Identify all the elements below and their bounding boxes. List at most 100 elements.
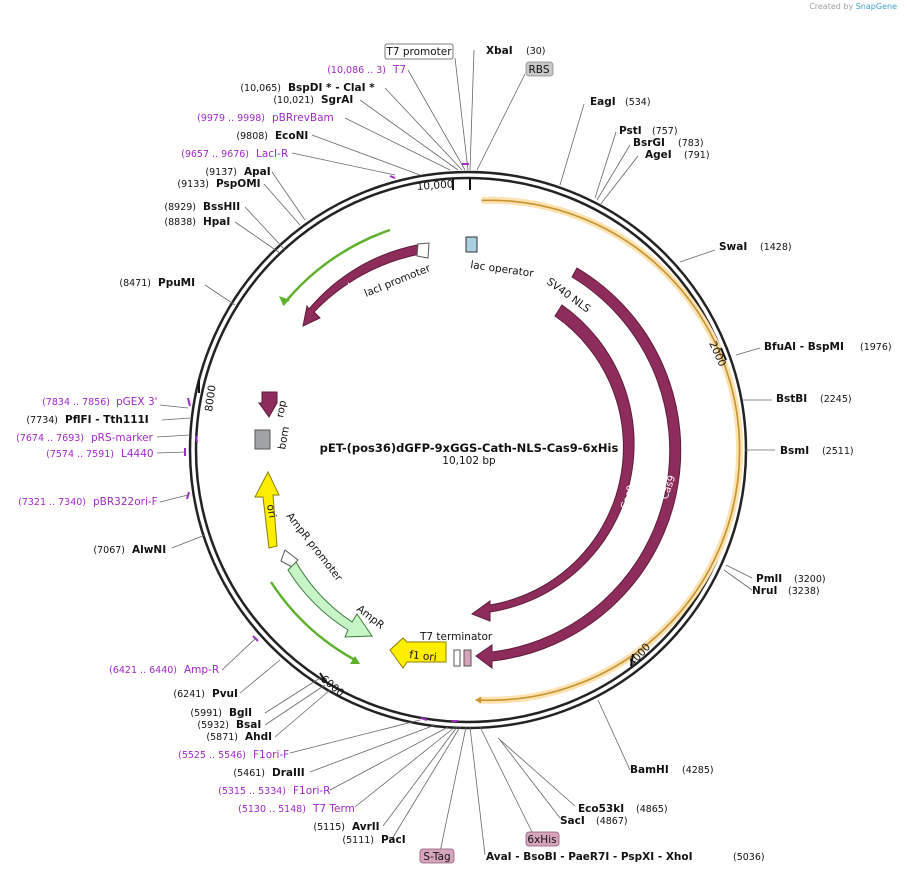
primer-amp-r: Amp-R <box>184 664 219 676</box>
site-eco53ki-pos: (4865) <box>636 804 668 815</box>
svg-text:6xHis: 6xHis <box>527 834 556 846</box>
site-bsai: BsaI <box>236 719 261 731</box>
site-eco53ki: Eco53kI <box>578 803 624 815</box>
laci-arrow[interactable] <box>302 244 421 327</box>
bom-marker[interactable] <box>254 429 271 450</box>
site-bgli-pos: (5991) <box>190 708 222 719</box>
cas9-inner-arrow[interactable] <box>470 304 635 622</box>
primer-prs-marker: pRS-marker <box>91 432 154 444</box>
primer-t7-term-pos: (5130 .. 5148) <box>238 804 306 815</box>
site-apai-pos: (9137) <box>205 167 237 178</box>
site-alwni: AlwNI <box>132 544 166 556</box>
site-swai: SwaI <box>719 241 747 253</box>
primer-f1ori-r-pos: (5315 .. 5334) <box>218 786 286 797</box>
snapgene-watermark: Created by SnapGene <box>809 2 897 11</box>
site-paci-pos: (5111) <box>342 835 374 846</box>
f1-ori-arrow[interactable] <box>389 637 447 669</box>
t7-promoter-box[interactable]: T7 promoter <box>384 43 454 60</box>
rop-arrow[interactable] <box>258 391 278 418</box>
primer-f1ori-f-pos: (5525 .. 5546) <box>178 750 246 761</box>
site-ahdi-pos: (5871) <box>206 732 238 743</box>
primer-amp-r-pos: (6421 .. 6440) <box>109 665 177 676</box>
ampr-green-arrow <box>269 581 356 662</box>
site-xbai-pos: (30) <box>526 46 546 57</box>
site-bamhi-pos: (4285) <box>682 765 714 776</box>
t7-terminator-marker[interactable] <box>453 649 461 667</box>
primer-pbr322ori-f-pos: (7321 .. 7340) <box>18 497 86 508</box>
site-pflfi: PflFI - Tth111I <box>65 414 149 426</box>
site-agei-pos: (791) <box>684 150 710 161</box>
site-bsshii: BssHII <box>203 201 240 213</box>
tick-8000: 8000 <box>203 384 219 412</box>
site-alwni-pos: (7067) <box>93 545 125 556</box>
cas9-outer-arrow[interactable] <box>475 267 682 669</box>
site-pmli: PmlI <box>756 573 782 585</box>
site-hpai-pos: (8838) <box>164 217 196 228</box>
primer-t7-pos: (10,086 .. 3) <box>327 65 386 76</box>
lac-operator-label: lac operator <box>470 259 535 280</box>
bom-label: bom <box>276 425 292 450</box>
site-labels: XbaI (30) (10,086 .. 3) T7 (10,065) BspD… <box>16 45 891 863</box>
site-bspdi: BspDI * - ClaI * <box>288 82 375 94</box>
f1-ori-label: f1 ori <box>409 649 437 664</box>
svg-text:T7 promoter: T7 promoter <box>385 46 452 58</box>
site-pvui: PvuI <box>212 688 238 700</box>
primer-l4440: L4440 <box>121 448 154 460</box>
ampr-arrow[interactable] <box>287 561 373 638</box>
site-avrii-pos: (5115) <box>313 822 345 833</box>
site-sgrai: SgrAI <box>321 94 353 106</box>
site-eagi: EagI <box>590 96 616 108</box>
site-bstbi: BstBI <box>776 393 807 405</box>
tick-10000: 10,000 <box>416 178 453 193</box>
ori-label: ori <box>264 503 278 519</box>
site-bgli: BglI <box>229 707 252 719</box>
site-bfuai-pos: (1976) <box>860 342 892 353</box>
site-eagi-pos: (534) <box>625 97 651 108</box>
site-nrui-pos: (3238) <box>788 586 820 597</box>
svg-text:S-Tag: S-Tag <box>423 851 450 863</box>
site-avai-group: AvaI - BsoBI - PaeR7I - PspXI - XhoI <box>486 851 693 863</box>
lac-operator-marker[interactable] <box>465 236 478 253</box>
site-bfuai: BfuAI - BspMI <box>764 341 844 353</box>
primer-f1ori-r: F1ori-R <box>293 785 330 797</box>
primer-pgex3: pGEX 3' <box>116 396 158 408</box>
site-psti: PstI <box>619 125 642 137</box>
site-avai-group-pos: (5036) <box>733 852 765 863</box>
primer-pbr322ori-f: pBR322ori-F <box>93 496 158 508</box>
site-bsrgi: BsrGI <box>633 137 665 149</box>
site-bsai-pos: (5932) <box>197 720 229 731</box>
laci-promoter-arrow[interactable] <box>416 242 430 259</box>
primer-laci-r: LacI-R <box>256 148 288 160</box>
site-ahdi: AhdI <box>245 731 272 743</box>
t7-terminator-label: T7 terminator <box>419 631 493 643</box>
site-econi-pos: (9808) <box>236 131 268 142</box>
primer-laci-r-pos: (9657 .. 9676) <box>181 149 249 160</box>
plasmid-name: pET-(pos36)dGFP-9xGGS-Cath-NLS-Cas9-6xHi… <box>320 441 619 455</box>
site-apai: ApaI <box>244 166 271 178</box>
snapgene-logo: SnapGene <box>855 2 897 11</box>
site-swai-pos: (1428) <box>760 242 792 253</box>
orf-arc <box>474 196 744 704</box>
site-pspomi-pos: (9133) <box>177 179 209 190</box>
site-bsmi: BsmI <box>780 445 809 457</box>
tick-marks <box>198 178 727 682</box>
primer-pbrrevbam: pBRrevBam <box>272 112 334 124</box>
site-xbai: XbaI <box>486 45 513 57</box>
site-avrii: AvrII <box>352 821 380 833</box>
primer-pgex3-pos: (7834 .. 7856) <box>42 397 110 408</box>
site-pspomi: PspOMI <box>216 178 261 190</box>
s-tag-box[interactable]: S-Tag <box>419 848 455 864</box>
ori-arrow[interactable] <box>254 470 280 549</box>
leader-lines <box>156 49 775 856</box>
site-hpai: HpaI <box>203 216 230 228</box>
six-his-box[interactable]: 6xHis <box>525 831 560 847</box>
svg-text:RBS: RBS <box>529 64 550 76</box>
site-saci: SacI <box>560 815 585 827</box>
site-bamhi: BamHI <box>630 764 669 776</box>
six-his-marker <box>463 649 472 667</box>
rbs-box[interactable]: RBS <box>525 61 554 77</box>
site-bstbi-pos: (2245) <box>820 394 852 405</box>
primer-f1ori-f: F1ori-F <box>253 749 289 761</box>
site-paci: PacI <box>381 834 406 846</box>
